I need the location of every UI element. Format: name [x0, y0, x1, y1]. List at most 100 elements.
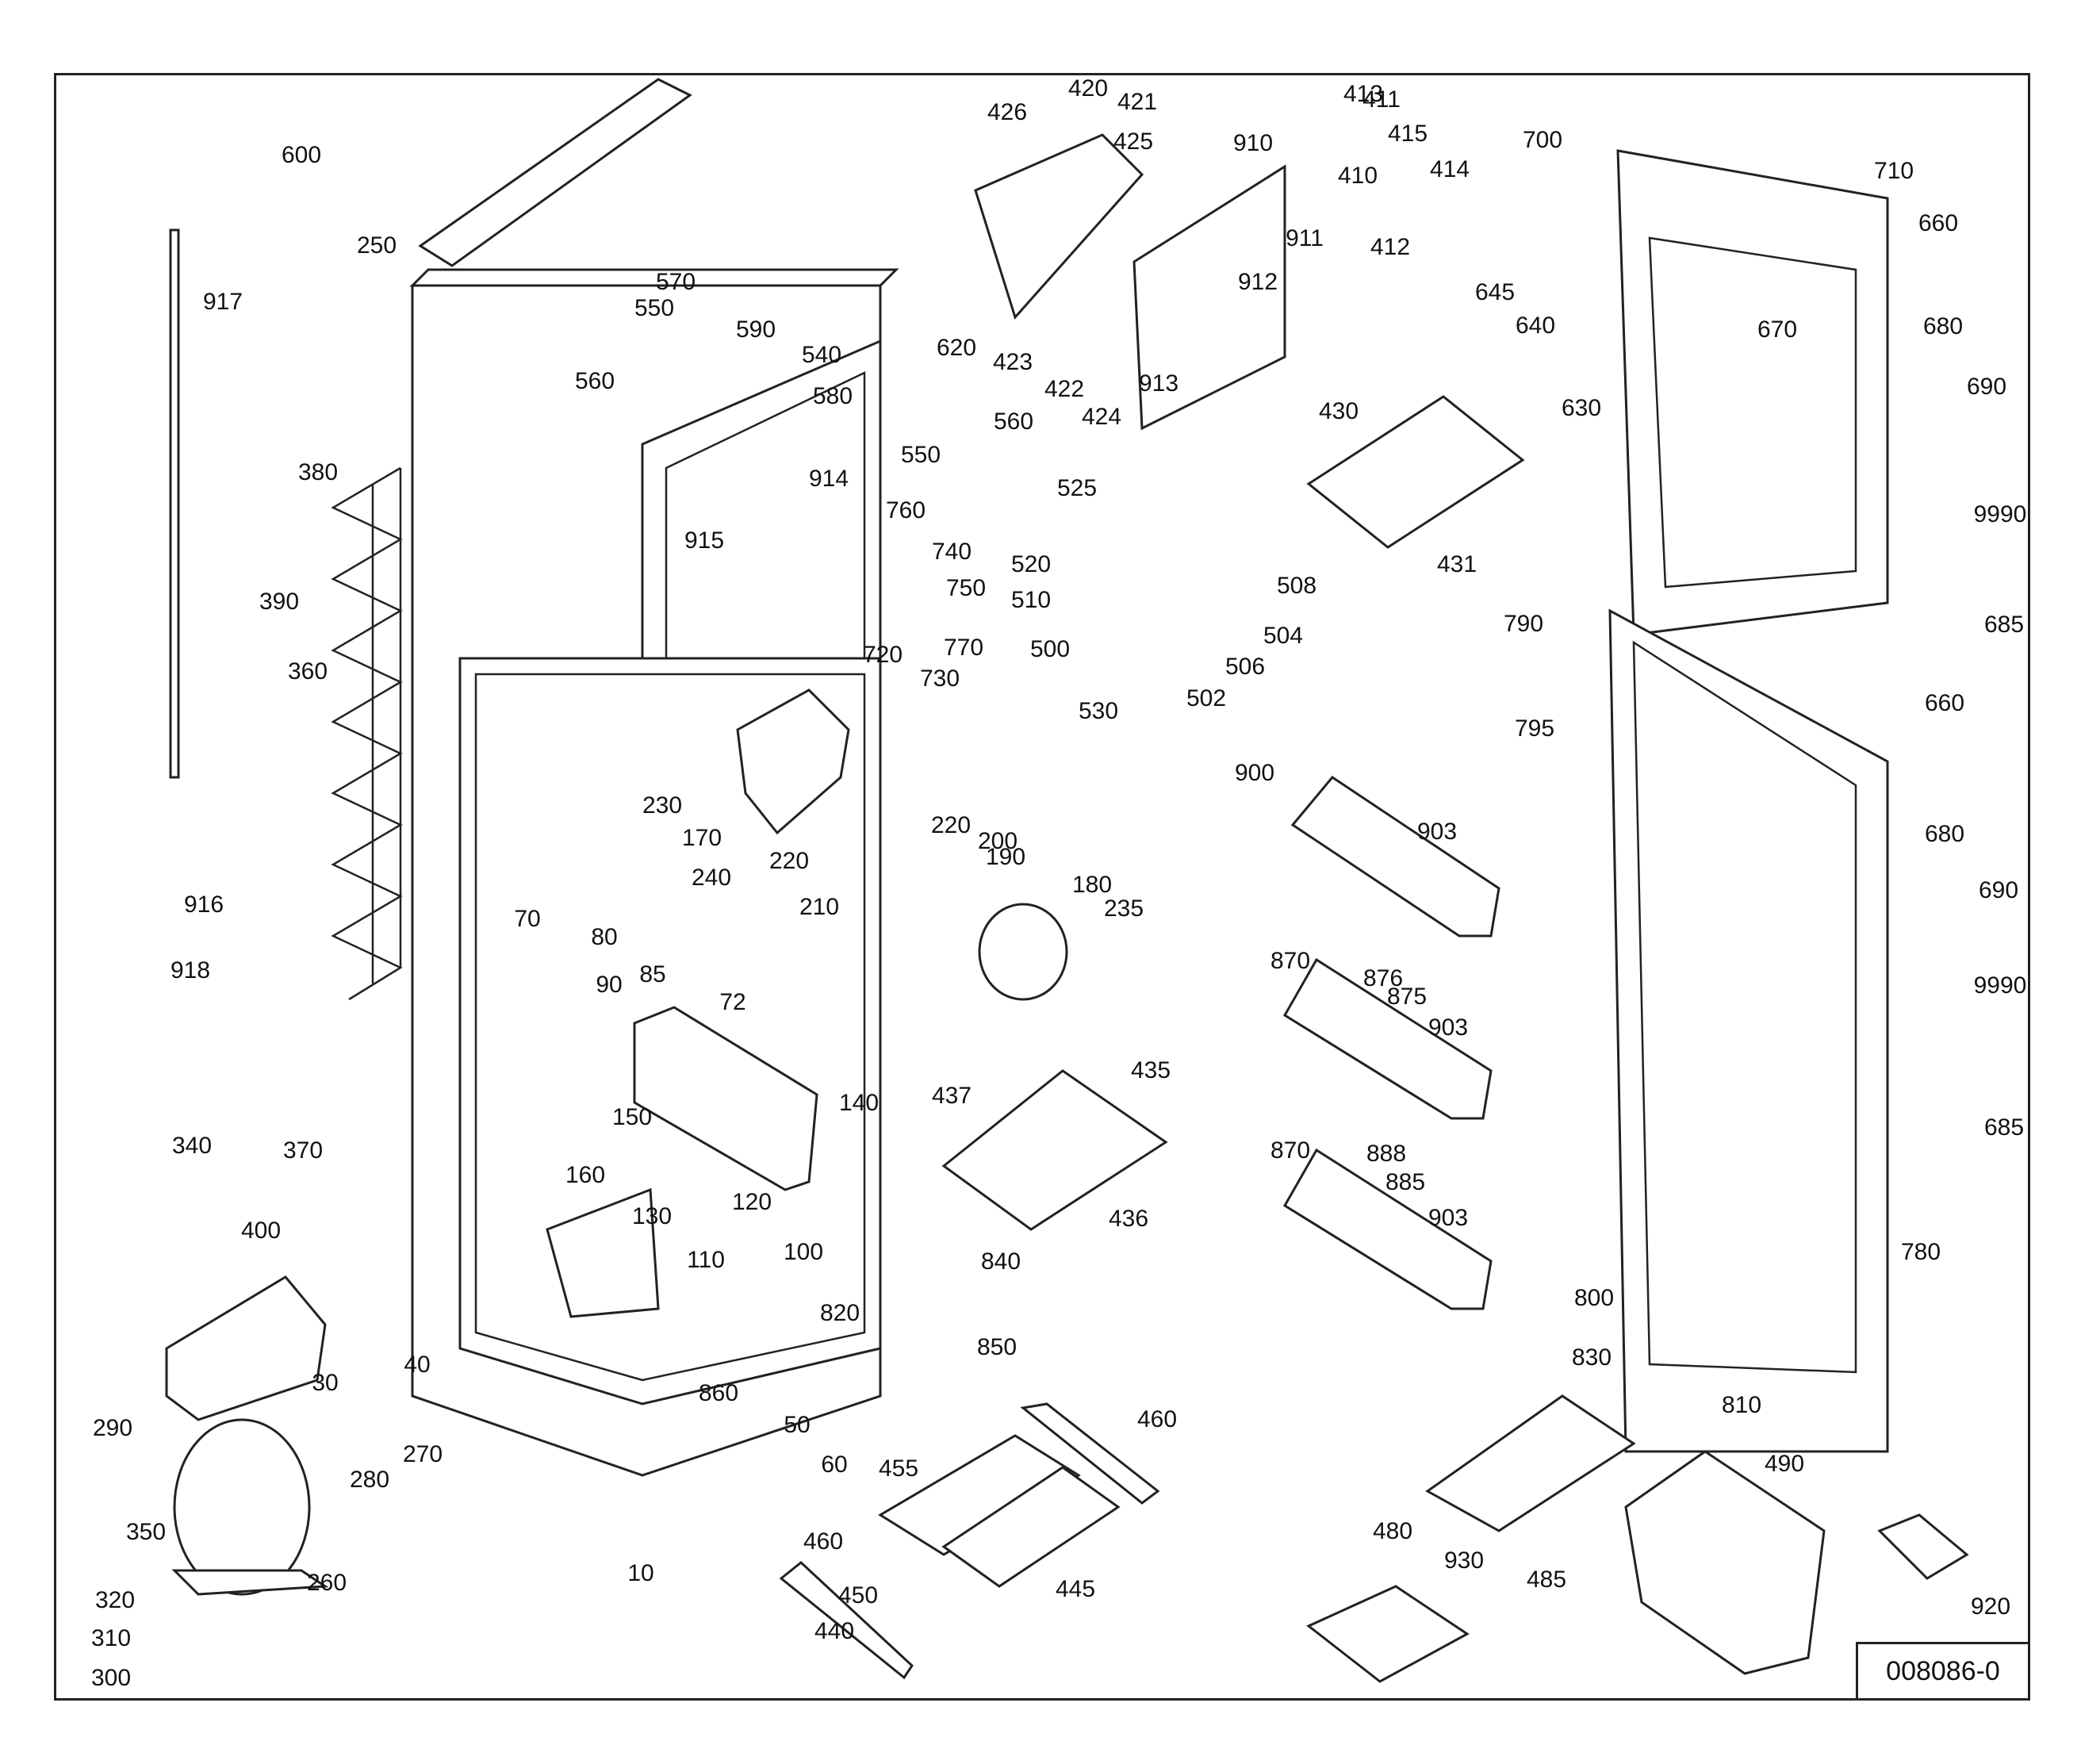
- callout-445: 445: [1056, 1576, 1095, 1602]
- callout-220: 220: [769, 848, 809, 874]
- drain-tube: [169, 228, 180, 779]
- callout-70: 70: [514, 906, 540, 932]
- callout-690: 690: [1967, 374, 2006, 400]
- callout-780: 780: [1901, 1239, 1941, 1265]
- callout-685: 685: [1984, 612, 2024, 638]
- callout-270: 270: [403, 1441, 443, 1467]
- callout-130: 130: [632, 1203, 672, 1229]
- callout-915: 915: [684, 527, 724, 554]
- callout-590: 590: [736, 316, 776, 343]
- callout-370: 370: [283, 1137, 323, 1164]
- callout-903: 903: [1417, 819, 1457, 845]
- callout-110: 110: [687, 1247, 725, 1273]
- callout-60: 60: [821, 1451, 847, 1478]
- callout-690: 690: [1979, 877, 2018, 903]
- lamp-cover: [546, 1187, 660, 1318]
- fan-cover: [1132, 164, 1286, 431]
- callout-485: 485: [1527, 1567, 1566, 1593]
- callout-680: 680: [1923, 313, 1963, 339]
- callout-380: 380: [298, 459, 338, 485]
- thermostat-housing: [633, 1006, 818, 1191]
- callout-85: 85: [639, 961, 665, 987]
- callout-455: 455: [879, 1455, 918, 1482]
- shelf-455: [878, 1434, 1081, 1556]
- callout-9990: 9990: [1974, 501, 2027, 527]
- callout-72: 72: [719, 989, 745, 1015]
- callout-740: 740: [932, 539, 972, 565]
- air-duct: [736, 688, 850, 835]
- callout-140: 140: [839, 1090, 879, 1116]
- callout-760: 760: [886, 497, 926, 523]
- callout-620: 620: [937, 335, 976, 361]
- callout-920: 920: [1971, 1593, 2010, 1620]
- callout-730: 730: [920, 665, 960, 692]
- callout-795: 795: [1515, 715, 1554, 742]
- crisper-cover-frame: [779, 1561, 914, 1680]
- callout-770: 770: [944, 635, 983, 661]
- crisper-drawer: [1624, 1450, 1826, 1675]
- callout-660: 660: [1918, 210, 1958, 236]
- callout-480: 480: [1373, 1518, 1412, 1544]
- shelf-430: [1306, 395, 1525, 549]
- callout-410: 410: [1338, 163, 1378, 189]
- callout-680: 680: [1925, 821, 1964, 847]
- callout-900: 900: [1235, 760, 1274, 786]
- top-cover: [418, 78, 692, 267]
- fridge-door: [1608, 608, 1889, 1453]
- callout-280: 280: [350, 1467, 389, 1493]
- callout-340: 340: [172, 1133, 212, 1159]
- shelf-445: [941, 1466, 1121, 1588]
- callout-400: 400: [241, 1218, 281, 1244]
- callout-790: 790: [1504, 611, 1543, 637]
- callout-502: 502: [1186, 685, 1226, 711]
- callout-150: 150: [612, 1104, 652, 1130]
- callout-660: 660: [1925, 690, 1964, 716]
- callout-885: 885: [1385, 1169, 1425, 1195]
- callout-700: 700: [1523, 127, 1562, 153]
- callout-200: 200: [978, 828, 1018, 854]
- callout-550: 550: [901, 442, 941, 468]
- callout-431: 431: [1437, 551, 1477, 577]
- callout-220: 220: [931, 812, 971, 838]
- evaporator: [974, 133, 1144, 320]
- callout-917: 917: [203, 289, 243, 315]
- callout-435: 435: [1131, 1057, 1171, 1083]
- callout-540: 540: [802, 342, 841, 368]
- callout-9990: 9990: [1974, 972, 2027, 999]
- callout-640: 640: [1516, 313, 1555, 339]
- callout-913: 913: [1139, 370, 1178, 397]
- callout-645: 645: [1475, 279, 1515, 305]
- callout-421: 421: [1117, 89, 1157, 115]
- callout-810: 810: [1722, 1392, 1761, 1418]
- callout-506: 506: [1225, 654, 1265, 680]
- door-balcony-900: [1290, 776, 1500, 938]
- callout-240: 240: [692, 865, 731, 891]
- callout-508: 508: [1277, 573, 1316, 599]
- callout-180: 180: [1072, 872, 1112, 898]
- callout-labels: 1030405060707280859010011012013014015016…: [91, 75, 2026, 1691]
- callout-120: 120: [732, 1189, 772, 1215]
- door-balcony-870b: [1282, 1148, 1493, 1310]
- callout-630: 630: [1562, 395, 1601, 421]
- callout-520: 520: [1011, 551, 1051, 577]
- callout-260: 260: [307, 1570, 347, 1596]
- freezer-door: [1616, 149, 1889, 636]
- door-balcony-870a: [1282, 957, 1493, 1120]
- callout-504: 504: [1263, 623, 1303, 649]
- callout-876: 876: [1363, 965, 1403, 991]
- callout-830: 830: [1572, 1344, 1612, 1371]
- callout-911: 911: [1286, 225, 1324, 251]
- callout-413: 413: [1343, 81, 1383, 107]
- callout-90: 90: [596, 972, 622, 998]
- callout-350: 350: [126, 1519, 166, 1545]
- callout-860: 860: [699, 1380, 738, 1406]
- ice-tray-920: [1877, 1513, 1969, 1580]
- callout-820: 820: [820, 1300, 860, 1326]
- callout-300: 300: [91, 1665, 131, 1691]
- callout-510: 510: [1011, 587, 1051, 613]
- callout-525: 525: [1057, 475, 1097, 501]
- callout-450: 450: [838, 1582, 878, 1609]
- callout-420: 420: [1068, 75, 1108, 102]
- callout-870: 870: [1270, 948, 1310, 974]
